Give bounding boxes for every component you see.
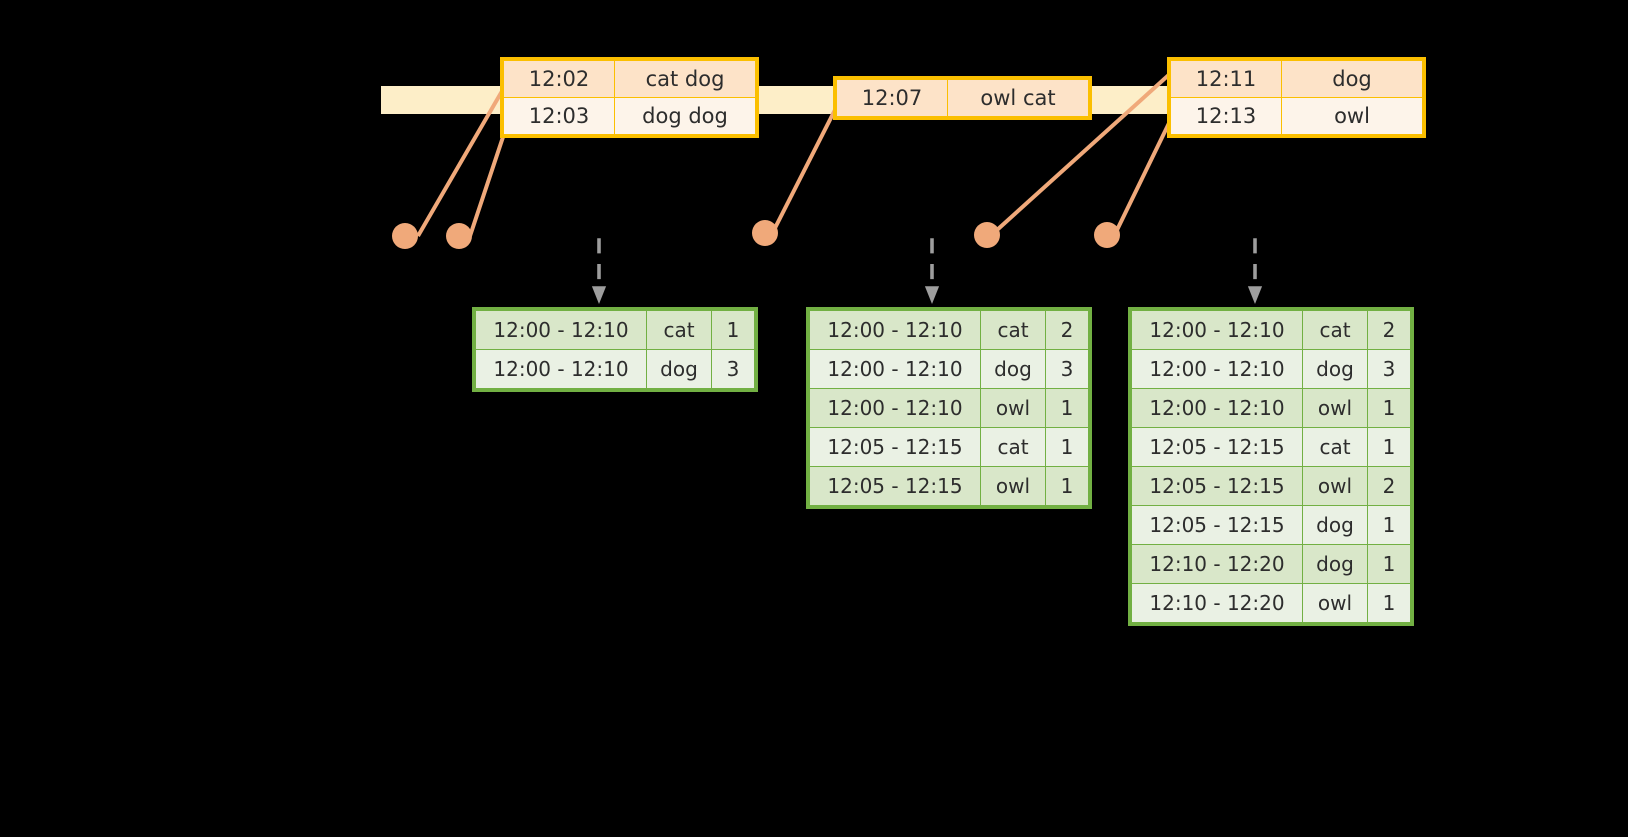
word-cell: cat xyxy=(980,310,1046,350)
word-cell: owl xyxy=(980,388,1046,428)
count-cell: 1 xyxy=(1367,583,1411,623)
window-cell: 12:00 - 12:10 xyxy=(809,388,981,428)
event-words: dog dog xyxy=(614,97,756,135)
word-cell: owl xyxy=(1302,583,1368,623)
count-cell: 3 xyxy=(1367,349,1411,389)
word-cell: owl xyxy=(1302,466,1368,506)
event-words: cat dog xyxy=(614,60,756,98)
word-cell: dog xyxy=(1302,505,1368,545)
event-row: 12:11 dog xyxy=(1170,60,1423,98)
window-cell: 12:00 - 12:10 xyxy=(1131,388,1303,428)
window-cell: 12:00 - 12:10 xyxy=(809,349,981,389)
count-cell: 1 xyxy=(1367,427,1411,467)
count-cell: 1 xyxy=(711,310,755,350)
event-words: dog xyxy=(1281,60,1423,98)
event-row: 12:07 owl cat xyxy=(836,79,1089,117)
event-dot-3 xyxy=(752,220,778,246)
window-cell: 12:10 - 12:20 xyxy=(1131,544,1303,584)
window-cell: 12:10 - 12:20 xyxy=(1131,583,1303,623)
count-cell: 1 xyxy=(1367,505,1411,545)
window-cell: 12:00 - 12:10 xyxy=(475,349,647,389)
window-cell: 12:05 - 12:15 xyxy=(1131,466,1303,506)
window-cell: 12:00 - 12:10 xyxy=(1131,349,1303,389)
count-cell: 2 xyxy=(1367,310,1411,350)
word-cell: dog xyxy=(646,349,712,389)
event-dot-4 xyxy=(974,222,1000,248)
count-cell: 3 xyxy=(1045,349,1089,389)
event-time: 12:02 xyxy=(503,60,615,98)
word-cell: dog xyxy=(1302,349,1368,389)
word-cell: owl xyxy=(1302,388,1368,428)
count-cell: 2 xyxy=(1367,466,1411,506)
word-cell: cat xyxy=(980,427,1046,467)
word-cell: dog xyxy=(980,349,1046,389)
event-dot-1 xyxy=(392,223,418,249)
event-row: 12:13 owl xyxy=(1170,97,1423,135)
count-cell: 2 xyxy=(1045,310,1089,350)
count-cell: 1 xyxy=(1367,388,1411,428)
dashed-arrow-3 xyxy=(1247,238,1263,304)
word-cell: owl xyxy=(980,466,1046,506)
dashed-arrow-2 xyxy=(924,238,940,304)
window-cell: 12:05 - 12:15 xyxy=(809,466,981,506)
window-cell: 12:00 - 12:10 xyxy=(1131,310,1303,350)
event-words: owl xyxy=(1281,97,1423,135)
event-time: 12:11 xyxy=(1170,60,1282,98)
event-dot-2 xyxy=(446,223,472,249)
window-cell: 12:05 - 12:15 xyxy=(809,427,981,467)
window-cell: 12:05 - 12:15 xyxy=(1131,427,1303,467)
event-time: 12:13 xyxy=(1170,97,1282,135)
count-cell: 1 xyxy=(1367,544,1411,584)
count-cell: 1 xyxy=(1045,466,1089,506)
word-cell: dog xyxy=(1302,544,1368,584)
count-cell: 1 xyxy=(1045,388,1089,428)
event-row: 12:03 dog dog xyxy=(503,97,756,135)
count-cell: 1 xyxy=(1045,427,1089,467)
window-cell: 12:05 - 12:15 xyxy=(1131,505,1303,545)
count-cell: 3 xyxy=(711,349,755,389)
event-box-2: 12:07 owl cat xyxy=(836,79,1089,117)
event-row: 12:02 cat dog xyxy=(503,60,756,98)
event-box-3: 12:11 dog 12:13 owl xyxy=(1170,60,1423,135)
dashed-arrow-1 xyxy=(591,238,607,304)
word-cell: cat xyxy=(1302,310,1368,350)
event-words: owl cat xyxy=(947,79,1089,117)
word-cell: cat xyxy=(646,310,712,350)
event-time: 12:03 xyxy=(503,97,615,135)
word-cell: cat xyxy=(1302,427,1368,467)
event-time: 12:07 xyxy=(836,79,948,117)
window-cell: 12:00 - 12:10 xyxy=(475,310,647,350)
event-box-1: 12:02 cat dog 12:03 dog dog xyxy=(503,60,756,135)
window-cell: 12:00 - 12:10 xyxy=(809,310,981,350)
event-dot-5 xyxy=(1094,222,1120,248)
